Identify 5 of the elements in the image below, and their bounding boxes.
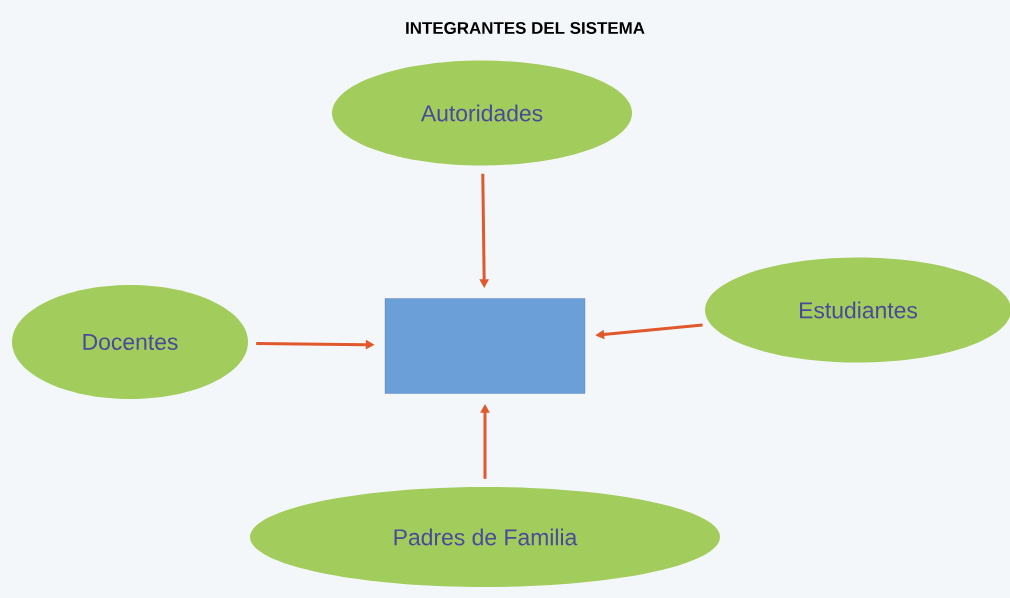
- ellipse-node: Autoridades: [332, 60, 632, 166]
- ellipse-node: Docentes: [12, 285, 248, 399]
- title: INTEGRANTES DEL SISTEMA: [406, 22, 645, 34]
- process-box: [384, 298, 586, 394]
- ellipse-node: Padres de Familia: [250, 487, 720, 587]
